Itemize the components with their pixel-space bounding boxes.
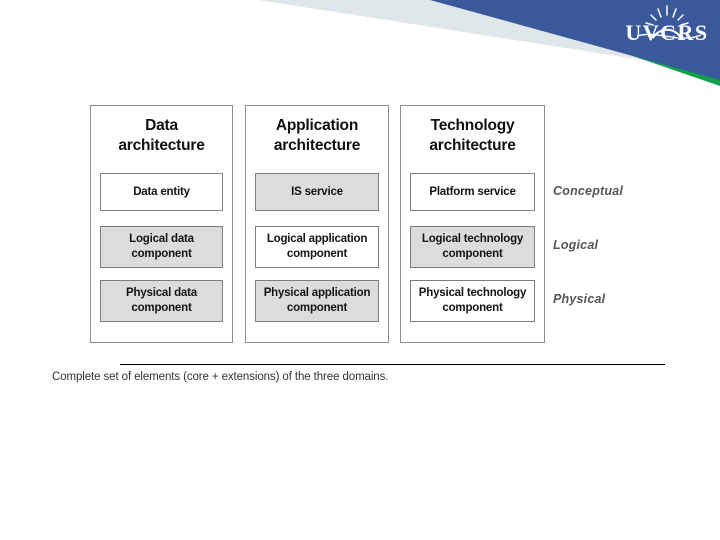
figure-caption: Complete set of elements (core + extensi… [52, 371, 389, 383]
element-label: Data entity [133, 185, 190, 198]
element-label: IS service [291, 185, 343, 198]
column-title-line1: Technology [430, 117, 515, 134]
column-title-data: Data architecture [91, 116, 232, 156]
column-title-line2: architecture [118, 136, 205, 154]
column-title-line2: architecture [273, 136, 361, 154]
domain-column-technology: Technology architecture Platform service… [400, 105, 545, 343]
starburst-icon [645, 5, 689, 26]
row-label-physical: Physical [553, 292, 606, 306]
logo-wordmark: UVCRS [625, 20, 708, 45]
column-title-application: Application architecture [246, 116, 388, 156]
element-label: Platform service [429, 185, 516, 198]
column-title-line2: architecture [429, 136, 516, 154]
row-label-logical: Logical [553, 238, 599, 252]
domain-column-data: Data architecture Data entity Logical da… [90, 105, 233, 343]
top-banner [0, 0, 720, 100]
element-box-platform-service[interactable]: Platform service [410, 173, 535, 211]
column-title-line1: Data [145, 117, 178, 134]
row-label-conceptual: Conceptual [553, 184, 624, 198]
column-title-technology: Technology architecture [401, 116, 544, 156]
domain-column-application: Application architecture IS service Logi… [245, 105, 389, 343]
banner-blue-field [430, 0, 720, 80]
logo-swoosh [636, 33, 702, 39]
caption-divider [120, 364, 665, 365]
element-box-data-entity[interactable]: Data entity [100, 173, 223, 211]
uvcrs-logo: UVCRS [617, 4, 717, 54]
column-title-line1: Application [275, 117, 359, 134]
element-box-is-service[interactable]: IS service [255, 173, 379, 211]
